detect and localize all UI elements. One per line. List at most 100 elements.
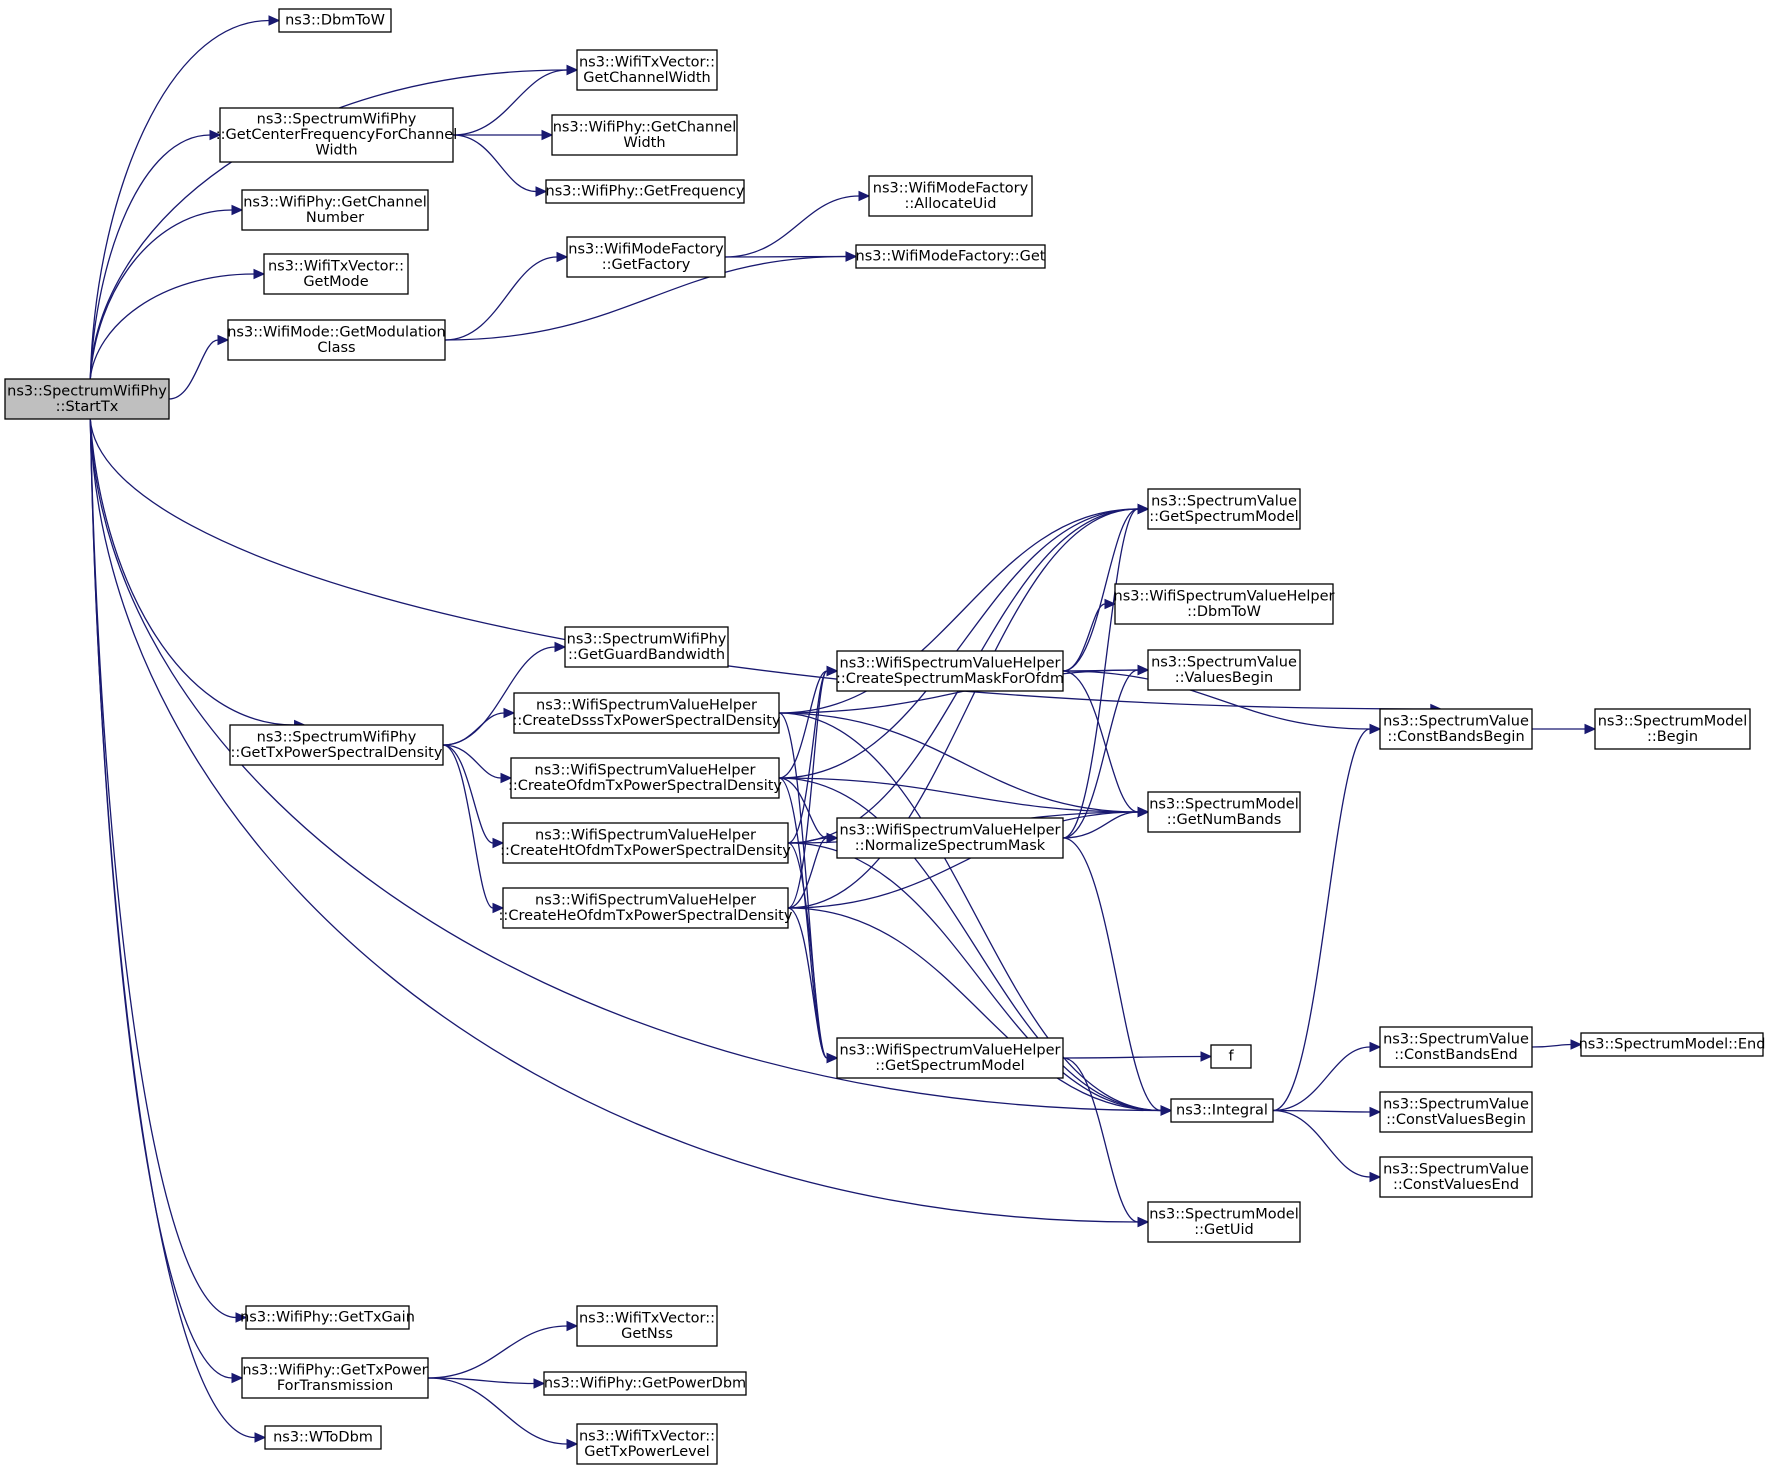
node-label-line: ns3::WifiTxVector:: xyxy=(268,258,404,274)
function-node-createOfdm[interactable]: ns3::WifiSpectrumValueHelper::CreateOfdm… xyxy=(508,757,782,799)
node-box xyxy=(576,1423,718,1465)
function-node-getPowerDbm[interactable]: ns3::WifiPhy::GetPowerDbm xyxy=(543,1371,747,1396)
function-node-createHeOfdm[interactable]: ns3::WifiSpectrumValueHelper::CreateHeOf… xyxy=(499,887,793,929)
node-box xyxy=(4,378,170,420)
node-label-line: ns3::WifiPhy::GetTxPower xyxy=(242,1362,427,1378)
function-node-getNumBands[interactable]: ns3::SpectrumModel::GetNumBands xyxy=(1147,791,1301,833)
function-node-normalizeMask[interactable]: ns3::WifiSpectrumValueHelper::NormalizeS… xyxy=(836,817,1064,859)
arrowhead-normalizeMask-to-svGetSpectrumModel xyxy=(1137,503,1150,515)
edge-integral-to-constBandsEnd xyxy=(1272,1046,1371,1112)
arrowhead-helperGetSpectrumModel-to-modelGetUid xyxy=(1137,1216,1150,1228)
node-label-line: ns3::SpectrumValue xyxy=(1383,1096,1529,1112)
edge-createOfdm-to-getNumBands xyxy=(778,777,1139,813)
node-label-line: ::DbmToW xyxy=(1187,604,1261,620)
function-node-phyGetChannelWidth[interactable]: ns3::WifiPhy::GetChannelWidth xyxy=(551,114,738,156)
function-node-getGuardBandwidth[interactable]: ns3::SpectrumWifiPhy::GetGuardBandwidth xyxy=(564,626,729,668)
edge-createOfdm-to-integral xyxy=(778,777,1162,1112)
edge-createHeOfdm-to-svGetSpectrumModel xyxy=(787,508,1139,909)
node-label-line: ::GetUid xyxy=(1194,1222,1253,1238)
function-node-constValuesEnd[interactable]: ns3::SpectrumValue::ConstValuesEnd xyxy=(1379,1156,1533,1198)
node-label-line: GetTxPowerLevel xyxy=(584,1444,709,1460)
edge-integral-to-constBandsBegin xyxy=(1272,728,1371,1112)
node-label-line: ns3::SpectrumModel::End xyxy=(1579,1037,1766,1053)
edge-helperGetSpectrumModel-to-modelGetUid xyxy=(1062,1057,1139,1223)
function-node-getCenterFreq[interactable]: ns3::SpectrumWifiPhy::GetCenterFrequency… xyxy=(216,107,458,163)
function-node-helperDbmToW[interactable]: ns3::WifiSpectrumValueHelper::DbmToW xyxy=(1114,583,1335,625)
function-node-getTxPsd[interactable]: ns3::SpectrumWifiPhy::GetTxPowerSpectral… xyxy=(229,724,444,766)
function-node-dbmToW[interactable]: ns3::DbmToW xyxy=(278,8,392,33)
node-box xyxy=(229,724,444,766)
function-node-valuesBegin[interactable]: ns3::SpectrumValue::ValuesBegin xyxy=(1147,649,1301,691)
function-node-constValuesBegin[interactable]: ns3::SpectrumValue::ConstValuesBegin xyxy=(1379,1091,1533,1133)
function-node-createHtOfdm[interactable]: ns3::WifiSpectrumValueHelper::CreateHtOf… xyxy=(500,822,791,864)
function-node-svGetSpectrumModel[interactable]: ns3::SpectrumValue::GetSpectrumModel xyxy=(1147,488,1301,530)
function-node-getFactory[interactable]: ns3::WifiModeFactory::GetFactory xyxy=(566,236,726,278)
node-label-line: ::GetTxPowerSpectralDensity xyxy=(231,745,443,761)
function-node-getChannelWidthTx[interactable]: ns3::WifiTxVector::GetChannelWidth xyxy=(576,49,718,91)
edge-getCenterFreq-to-phyGetFrequency xyxy=(452,134,537,193)
function-node-modelBegin[interactable]: ns3::SpectrumModel::Begin xyxy=(1594,708,1751,750)
function-node-allocateUid[interactable]: ns3::WifiModeFactory::AllocateUid xyxy=(868,175,1033,217)
arrowhead-getTxPsd-to-createHeOfdm xyxy=(492,902,505,914)
function-node-createDsss[interactable]: ns3::WifiSpectrumValueHelper::CreateDsss… xyxy=(512,692,781,734)
edge-getFactory-to-allocateUid xyxy=(724,195,860,258)
function-node-txVectorGetMode[interactable]: ns3::WifiTxVector::GetMode xyxy=(263,253,409,295)
function-node-f[interactable]: f xyxy=(1210,1044,1252,1069)
node-box xyxy=(1210,1044,1252,1069)
node-box xyxy=(245,1305,410,1330)
arrowhead-getModulationClass-to-getFactory xyxy=(556,251,569,263)
edge-createMaskOfdm-to-svGetSpectrumModel xyxy=(1062,508,1139,672)
node-label-line: ::CreateSpectrumMaskForOfdm xyxy=(836,671,1064,687)
arrowhead-startTx-to-getModulationClass xyxy=(217,334,230,346)
node-label-line: ::CreateHtOfdmTxPowerSpectralDensity xyxy=(500,843,791,859)
node-box xyxy=(543,1371,747,1396)
arrowhead-getTxPsd-to-getGuardBandwidth xyxy=(554,641,567,653)
edge-startTx-to-wToDbm xyxy=(89,418,256,1439)
node-label-line: ns3::SpectrumModel xyxy=(1149,796,1299,812)
node-label-line: ns3::WifiSpectrumValueHelper xyxy=(535,892,756,908)
node-label-line: ns3::WifiPhy::GetFrequency xyxy=(546,184,745,200)
function-node-getTxGain[interactable]: ns3::WifiPhy::GetTxGain xyxy=(240,1305,415,1330)
function-node-helperGetSpectrumModel[interactable]: ns3::WifiSpectrumValueHelper::GetSpectru… xyxy=(836,1037,1064,1079)
edge-startTx-to-getTxPsd xyxy=(89,418,295,726)
arrowhead-startTx-to-phyGetChannelNumber xyxy=(231,204,244,216)
node-box xyxy=(1147,649,1301,691)
edge-normalizeMask-to-integral xyxy=(1062,837,1162,1112)
function-node-createMaskOfdm[interactable]: ns3::WifiSpectrumValueHelper::CreateSpec… xyxy=(836,650,1064,692)
function-node-phyGetFrequency[interactable]: ns3::WifiPhy::GetFrequency xyxy=(545,179,745,204)
node-box xyxy=(868,175,1033,217)
function-node-modelGetUid[interactable]: ns3::SpectrumModel::GetUid xyxy=(1147,1201,1301,1243)
node-box xyxy=(263,253,409,295)
arrowhead-integral-to-constBandsBegin xyxy=(1369,723,1382,735)
node-label-line: ns3::Integral xyxy=(1176,1103,1268,1119)
node-box xyxy=(855,244,1046,269)
arrowhead-getTxPowerForTx-to-getPowerDbm xyxy=(533,1378,546,1389)
node-label-line: ::GetSpectrumModel xyxy=(1149,509,1298,525)
node-label-line: ns3::SpectrumValue xyxy=(1383,713,1529,729)
arrowhead-getTxPowerForTx-to-getNss xyxy=(566,1320,579,1332)
function-node-startTx[interactable]: ns3::SpectrumWifiPhy::StartTx xyxy=(4,378,170,420)
edge-startTx-to-txVectorGetMode xyxy=(89,273,255,380)
function-node-wToDbm[interactable]: ns3::WToDbm xyxy=(264,1425,382,1450)
arrowhead-integral-to-constValuesBegin xyxy=(1369,1106,1382,1118)
node-box xyxy=(564,626,729,668)
edge-createMaskOfdm-to-helperDbmToW xyxy=(1062,603,1106,672)
arrowhead-getTxPsd-to-createHtOfdm xyxy=(492,837,505,849)
function-node-modelEnd[interactable]: ns3::SpectrumModel::End xyxy=(1579,1032,1766,1057)
node-label-line: ns3::WifiPhy::GetChannel xyxy=(553,119,737,135)
node-label-line: ns3::WifiTxVector:: xyxy=(579,54,715,70)
function-node-getNss[interactable]: ns3::WifiTxVector::GetNss xyxy=(576,1305,718,1347)
function-node-modeFactoryGet[interactable]: ns3::WifiModeFactory::Get xyxy=(855,244,1046,269)
function-node-getTxPowerLevel[interactable]: ns3::WifiTxVector::GetTxPowerLevel xyxy=(576,1423,718,1465)
function-node-constBandsBegin[interactable]: ns3::SpectrumValue::ConstBandsBegin xyxy=(1379,708,1533,750)
node-box xyxy=(219,107,454,163)
function-node-integral[interactable]: ns3::Integral xyxy=(1170,1098,1274,1123)
node-box xyxy=(1147,791,1301,833)
function-node-constBandsEnd[interactable]: ns3::SpectrumValue::ConstBandsEnd xyxy=(1379,1026,1533,1068)
node-box xyxy=(241,189,429,231)
node-label-line: Width xyxy=(315,143,357,159)
edge-getTxPsd-to-createHeOfdm xyxy=(442,744,494,909)
